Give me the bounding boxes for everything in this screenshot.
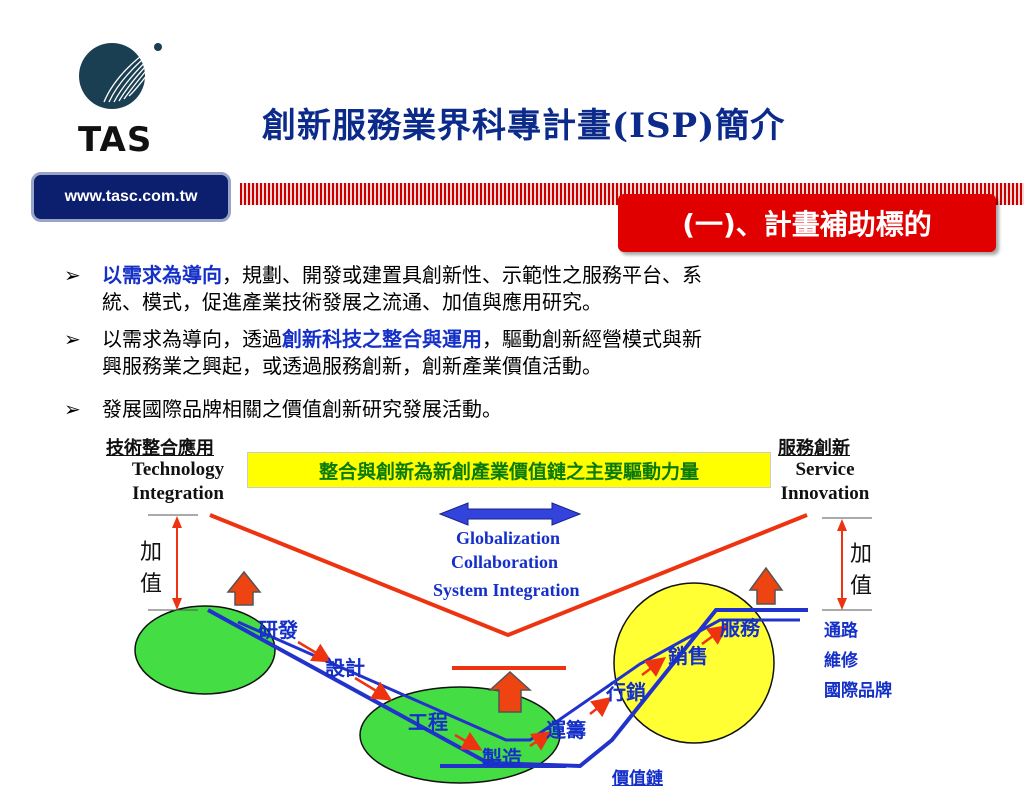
up-arrow-right bbox=[748, 566, 784, 605]
section-title: (一)、計畫補助標的 bbox=[618, 194, 996, 252]
bullet-item-1: ➢ 以需求為導向，規劃、開發或建置具創新性、示範性之服務平台、系 統、模式，促進… bbox=[64, 262, 964, 318]
up-arrow-left bbox=[226, 570, 262, 606]
manufacturing-ellipse bbox=[359, 686, 561, 784]
right-value-add-2: 值 bbox=[850, 574, 873, 599]
rd-design-ellipse bbox=[134, 605, 276, 695]
step-engineering: 工程 bbox=[408, 710, 448, 734]
logo-text: TAS bbox=[78, 120, 153, 160]
bullet-text: 發展國際品牌相關之價值創新研究發展活動。 bbox=[102, 397, 502, 421]
page-title: 創新服務業界科專計畫(ISP)簡介 bbox=[262, 106, 786, 146]
left-label-en: Technology Integration bbox=[131, 459, 225, 504]
step-design: 設計 bbox=[325, 656, 365, 680]
bullet-arrow-icon: ➢ bbox=[64, 397, 81, 421]
banner: 整合與創新為新創產業價值鏈之主要驅動力量 bbox=[247, 452, 771, 488]
step-service: 服務 bbox=[720, 616, 760, 640]
right-list-brand: 國際品牌 bbox=[824, 681, 892, 701]
left-value-add-2: 值 bbox=[140, 572, 163, 597]
marketing-circle bbox=[613, 582, 775, 744]
bullet-text: ，驅動創新經營模式與新 bbox=[482, 327, 702, 351]
right-list-channel: 通路 bbox=[824, 621, 858, 641]
logo-globe-icon bbox=[79, 43, 162, 109]
bullet-arrow-icon: ➢ bbox=[64, 327, 81, 351]
bullet-text-line2: 興服務業之興起，或透過服務創新，創新產業價值活動。 bbox=[102, 354, 602, 378]
bullet-arrow-icon: ➢ bbox=[64, 263, 81, 287]
bullet-item-2: ➢ 以需求為導向，透過創新科技之整合與運用，驅動創新經營模式與新 興服務業之興起… bbox=[64, 326, 964, 382]
up-arrow-center bbox=[488, 670, 532, 713]
website-link-button[interactable]: www.tasc.com.tw bbox=[31, 172, 231, 222]
term-collaboration: Collaboration bbox=[451, 552, 559, 572]
red-v-line bbox=[209, 513, 808, 638]
right-list-maintenance: 維修 bbox=[824, 651, 858, 671]
company-logo bbox=[76, 38, 166, 118]
term-system-integration: System Integration bbox=[433, 580, 580, 600]
blue-chain-outer bbox=[207, 608, 808, 769]
step-rd: 研發 bbox=[258, 618, 298, 642]
horizontal-double-arrow bbox=[438, 502, 582, 526]
bullet-prefix: 以需求為導向，透過 bbox=[102, 327, 282, 351]
step-sales: 銷售 bbox=[668, 644, 708, 668]
bullet-highlight: 創新科技之整合與運用 bbox=[282, 327, 482, 351]
bullet-text-line2: 統、模式，促進產業技術發展之流通、加值與應用研究。 bbox=[102, 290, 602, 314]
blue-chain-inner bbox=[237, 618, 800, 742]
step-manufacturing: 製造 bbox=[482, 746, 522, 770]
step-marketing: 行銷 bbox=[606, 680, 646, 704]
right-label-en: Service Innovation bbox=[780, 459, 870, 504]
left-label-zh: 技術整合應用 bbox=[106, 438, 214, 459]
step-logistics: 運籌 bbox=[546, 718, 586, 742]
bullet-highlight: 以需求為導向 bbox=[102, 263, 222, 287]
left-value-add-1: 加 bbox=[140, 540, 163, 565]
term-globalization: Globalization bbox=[456, 528, 561, 548]
right-value-add-1: 加 bbox=[850, 542, 873, 567]
bullet-item-3: ➢ 發展國際品牌相關之價值創新研究發展活動。 bbox=[64, 396, 964, 424]
right-label-zh: 服務創新 bbox=[778, 438, 850, 459]
value-chain-label: 價值鏈 bbox=[612, 769, 663, 789]
bullet-text: ，規劃、開發或建置具創新性、示範性之服務平台、系 bbox=[222, 263, 702, 287]
